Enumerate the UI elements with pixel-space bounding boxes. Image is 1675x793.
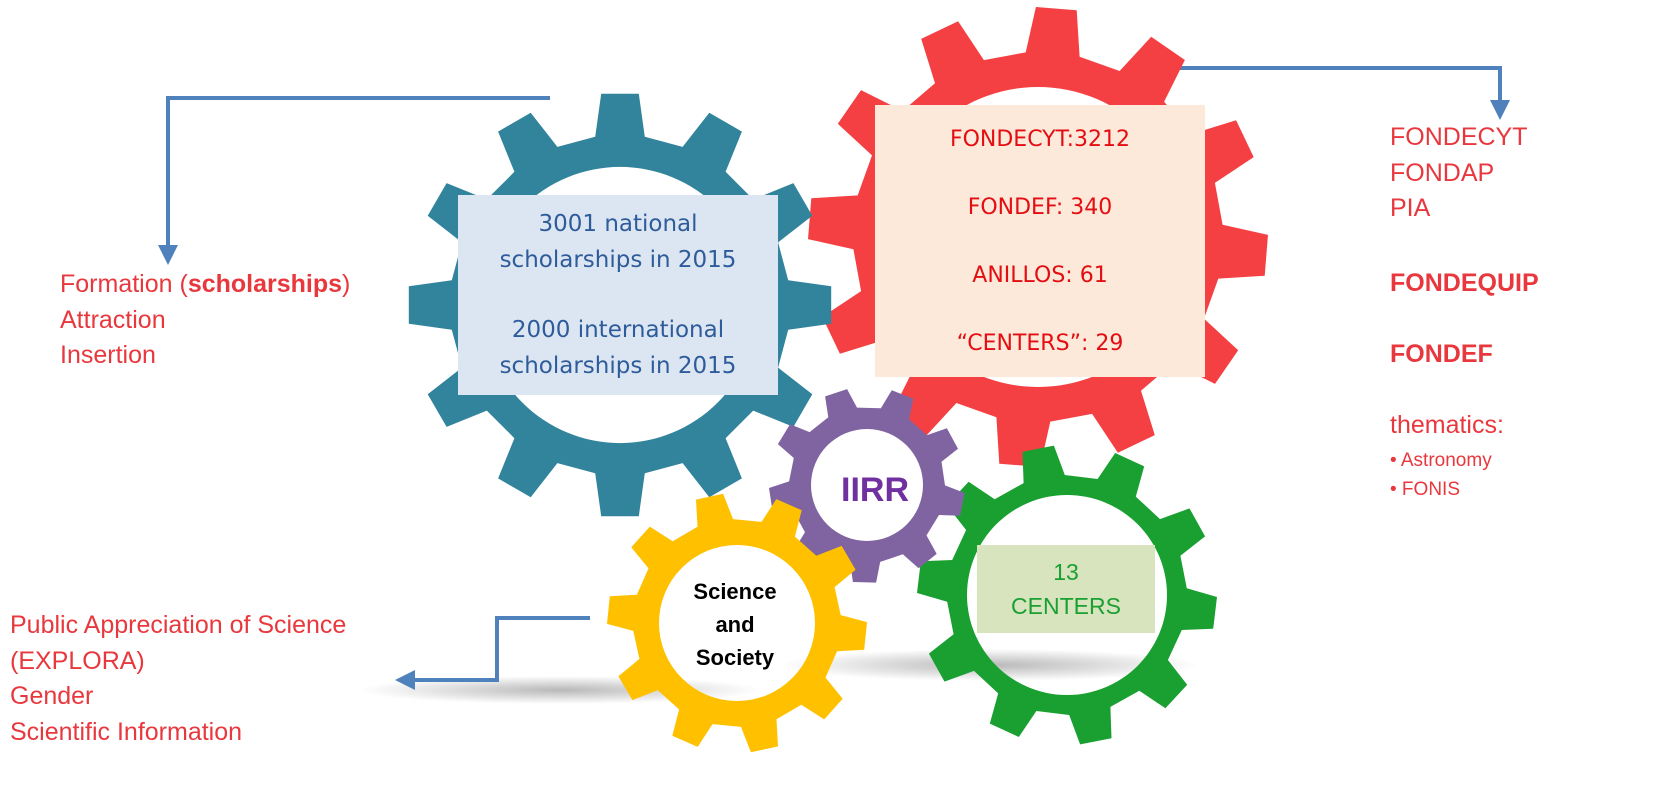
attraction-text: Attraction	[60, 305, 166, 334]
insertion-text: Insertion	[60, 341, 156, 369]
arrow-right-connector	[1148, 66, 1510, 120]
left-text-group: Formation (scholarships) Attraction Inse…	[60, 267, 350, 374]
scholarships-text: scholarships	[187, 270, 343, 298]
yellow-line-1: Science	[693, 578, 777, 604]
formation-close: )	[342, 270, 351, 298]
scientific-information-text: Scientific Information	[10, 717, 243, 746]
yellow-line-3: Society	[695, 644, 775, 670]
teal-line-3: 2000 international	[511, 317, 725, 343]
gear-green	[917, 445, 1217, 745]
red-line-4: “CENTERS”: 29	[956, 330, 1124, 356]
bottom-left-text-group: Public Appreciation of Science (EXPLORA)…	[10, 608, 346, 750]
teal-line-1: 3001 national	[538, 211, 698, 237]
gender-text: Gender	[10, 682, 94, 710]
astronomy-item: • Astronomy	[1390, 450, 1492, 471]
fondequip-text: FONDEQUIP	[1390, 269, 1539, 297]
gear-yellow	[607, 493, 867, 753]
green-line-2: CENTERS	[1011, 593, 1121, 619]
fondecyt-text: FONDECYT	[1390, 123, 1528, 151]
red-gear-textbox: FONDECYT:3212 FONDEF: 340 ANILLOS: 61 “C…	[875, 105, 1205, 377]
public-appreciation-text: Public Appreciation of Science	[10, 611, 347, 639]
formation-line: Formation (scholarships)	[60, 267, 350, 303]
yellow-line-2: and	[715, 611, 755, 637]
fondef-text: FONDEF	[1390, 340, 1493, 368]
teal-gear-textbox: 3001 national scholarships in 2015 2000 …	[458, 195, 778, 395]
teal-line-2: scholarships in 2015	[499, 247, 737, 273]
iirr-label: IIRR	[841, 470, 909, 509]
red-line-3: ANILLOS: 61	[972, 262, 1108, 288]
thematics-text: thematics:	[1390, 411, 1504, 439]
teal-line-4: scholarships in 2015	[499, 353, 737, 379]
red-line-2: FONDEF: 340	[967, 194, 1113, 220]
purple-gear-label: IIRR	[825, 460, 925, 520]
arrow-left-connector	[158, 96, 550, 265]
thematics-list: • Astronomy • FONIS	[1390, 446, 1492, 504]
red-line-1: FONDECYT:3212	[949, 126, 1131, 152]
pia-text: PIA	[1390, 194, 1431, 222]
explora-text: (EXPLORA)	[10, 646, 145, 675]
formation-text: Formation (	[60, 270, 188, 298]
gear-purple	[769, 389, 965, 583]
fonis-item: • FONIS	[1390, 479, 1460, 500]
green-gear-textbox: 13 CENTERS	[977, 545, 1155, 633]
green-line-1: 13	[1053, 559, 1079, 585]
right-text-group: FONDECYT FONDAP PIA	[1390, 120, 1528, 227]
fondap-text: FONDAP	[1390, 158, 1495, 187]
arrow-bottom-connector	[395, 616, 590, 690]
yellow-gear-label: Science and Society	[670, 572, 800, 676]
